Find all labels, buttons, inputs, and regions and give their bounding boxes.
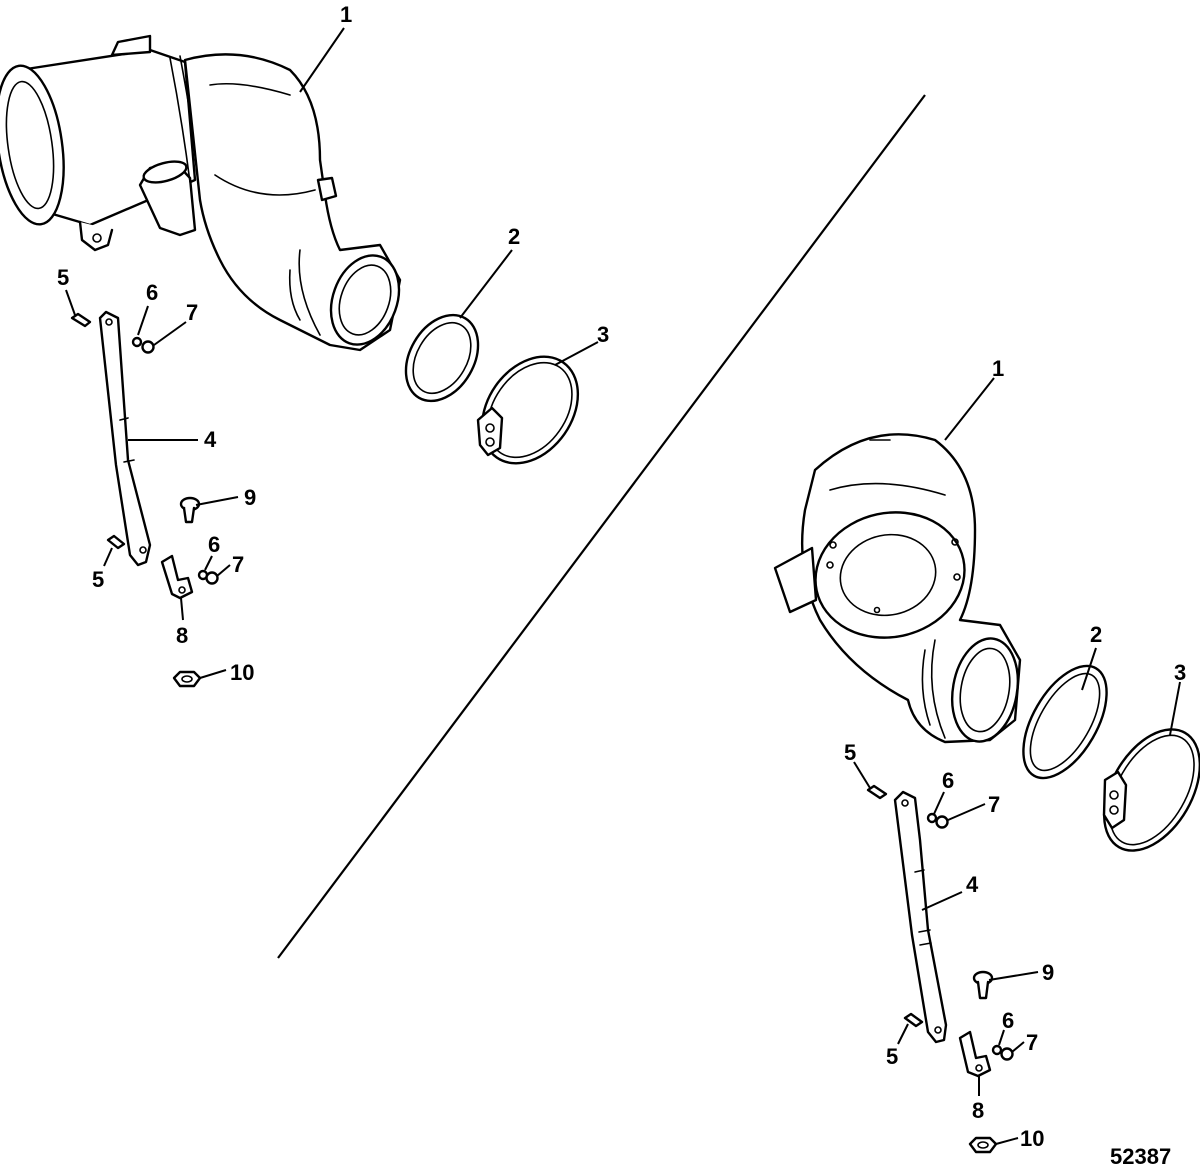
view-divider-line <box>277 94 926 959</box>
callout-4: 4 <box>204 427 217 452</box>
hex-nut-part-10 <box>172 670 202 688</box>
callout-4: 4 <box>966 872 979 897</box>
callout-6: 6 <box>942 768 954 793</box>
callout-5: 5 <box>844 740 856 765</box>
screw-part-9 <box>179 496 201 524</box>
nut-part-7-lower <box>1000 1047 1014 1061</box>
washer-part-6-upper <box>131 336 143 348</box>
bolt-part-5-lower <box>106 534 126 550</box>
callout-8: 8 <box>972 1098 984 1123</box>
leader-line <box>180 597 184 621</box>
support-rod-part-4 <box>893 790 948 1044</box>
bracket-part-8 <box>160 554 194 600</box>
bolt-part-5-upper <box>866 784 888 800</box>
callout-2: 2 <box>1090 622 1102 647</box>
nut-part-7-lower <box>205 571 219 585</box>
exhaust-elbow-part-1 <box>0 34 402 352</box>
bolt-part-5-lower <box>903 1012 924 1028</box>
callout-5: 5 <box>886 1044 898 1069</box>
clamp-part-3 <box>476 355 580 465</box>
leader-line <box>921 891 963 911</box>
washer-part-6-lower <box>991 1044 1003 1056</box>
callout-9: 9 <box>1042 960 1054 985</box>
upper-left-assembly: 1 2 3 4 5 6 7 9 5 6 7 8 10 <box>0 2 609 688</box>
callout-10: 10 <box>230 660 254 685</box>
leader-line <box>153 321 187 346</box>
callout-6: 6 <box>1002 1008 1014 1033</box>
clamp-part-3 <box>1102 728 1200 852</box>
leader-line <box>103 547 113 567</box>
callout-5: 5 <box>92 567 104 592</box>
callout-1: 1 <box>992 356 1004 381</box>
leader-line <box>195 496 239 506</box>
leader-line <box>998 1029 1005 1046</box>
leader-line <box>947 803 986 821</box>
nut-part-7-upper <box>141 340 155 354</box>
lower-right-assembly: 1 2 3 5 6 7 4 9 5 6 7 8 10 <box>773 356 1200 1154</box>
leader-line <box>65 289 76 316</box>
washer-part-6-upper <box>926 812 938 824</box>
callout-7: 7 <box>1026 1030 1038 1055</box>
nut-part-7-upper <box>935 815 949 829</box>
leader-line <box>1169 681 1181 736</box>
exhaust-elbow-part-1 <box>773 433 1022 744</box>
leader-line <box>897 1023 909 1045</box>
leader-line <box>204 555 213 571</box>
callout-6: 6 <box>146 280 158 305</box>
leader-line <box>853 761 871 789</box>
bracket-part-8 <box>958 1030 992 1078</box>
leader-line <box>299 27 345 93</box>
leader-line <box>554 341 599 366</box>
bolt-part-5-upper <box>70 312 92 328</box>
callout-7: 7 <box>186 300 198 325</box>
callout-10: 10 <box>1020 1126 1044 1151</box>
leader-line <box>1081 647 1097 691</box>
callout-8: 8 <box>176 623 188 648</box>
leader-line <box>459 249 513 319</box>
callout-6: 6 <box>208 532 220 557</box>
callout-5: 5 <box>57 265 69 290</box>
leader-line <box>1011 1041 1025 1053</box>
support-rod-part-4 <box>98 310 152 567</box>
screw-part-9 <box>972 970 994 1000</box>
leader-line <box>933 791 945 815</box>
leader-line <box>995 1137 1019 1145</box>
gasket-part-2 <box>1022 664 1108 780</box>
leader-line <box>137 305 149 336</box>
callout-3: 3 <box>1174 660 1186 685</box>
hex-nut-part-10 <box>968 1136 998 1154</box>
gasket-part-2 <box>404 313 480 403</box>
callout-1: 1 <box>340 2 352 27</box>
callout-9: 9 <box>244 485 256 510</box>
callout-3: 3 <box>597 322 609 347</box>
callout-7: 7 <box>232 552 244 577</box>
callout-7: 7 <box>988 792 1000 817</box>
leader-line <box>216 564 231 577</box>
leader-line <box>944 377 995 441</box>
leader-line <box>199 669 227 679</box>
figure-number: 52387 <box>1110 1144 1171 1169</box>
leader-line <box>988 971 1039 981</box>
callout-2: 2 <box>508 224 520 249</box>
